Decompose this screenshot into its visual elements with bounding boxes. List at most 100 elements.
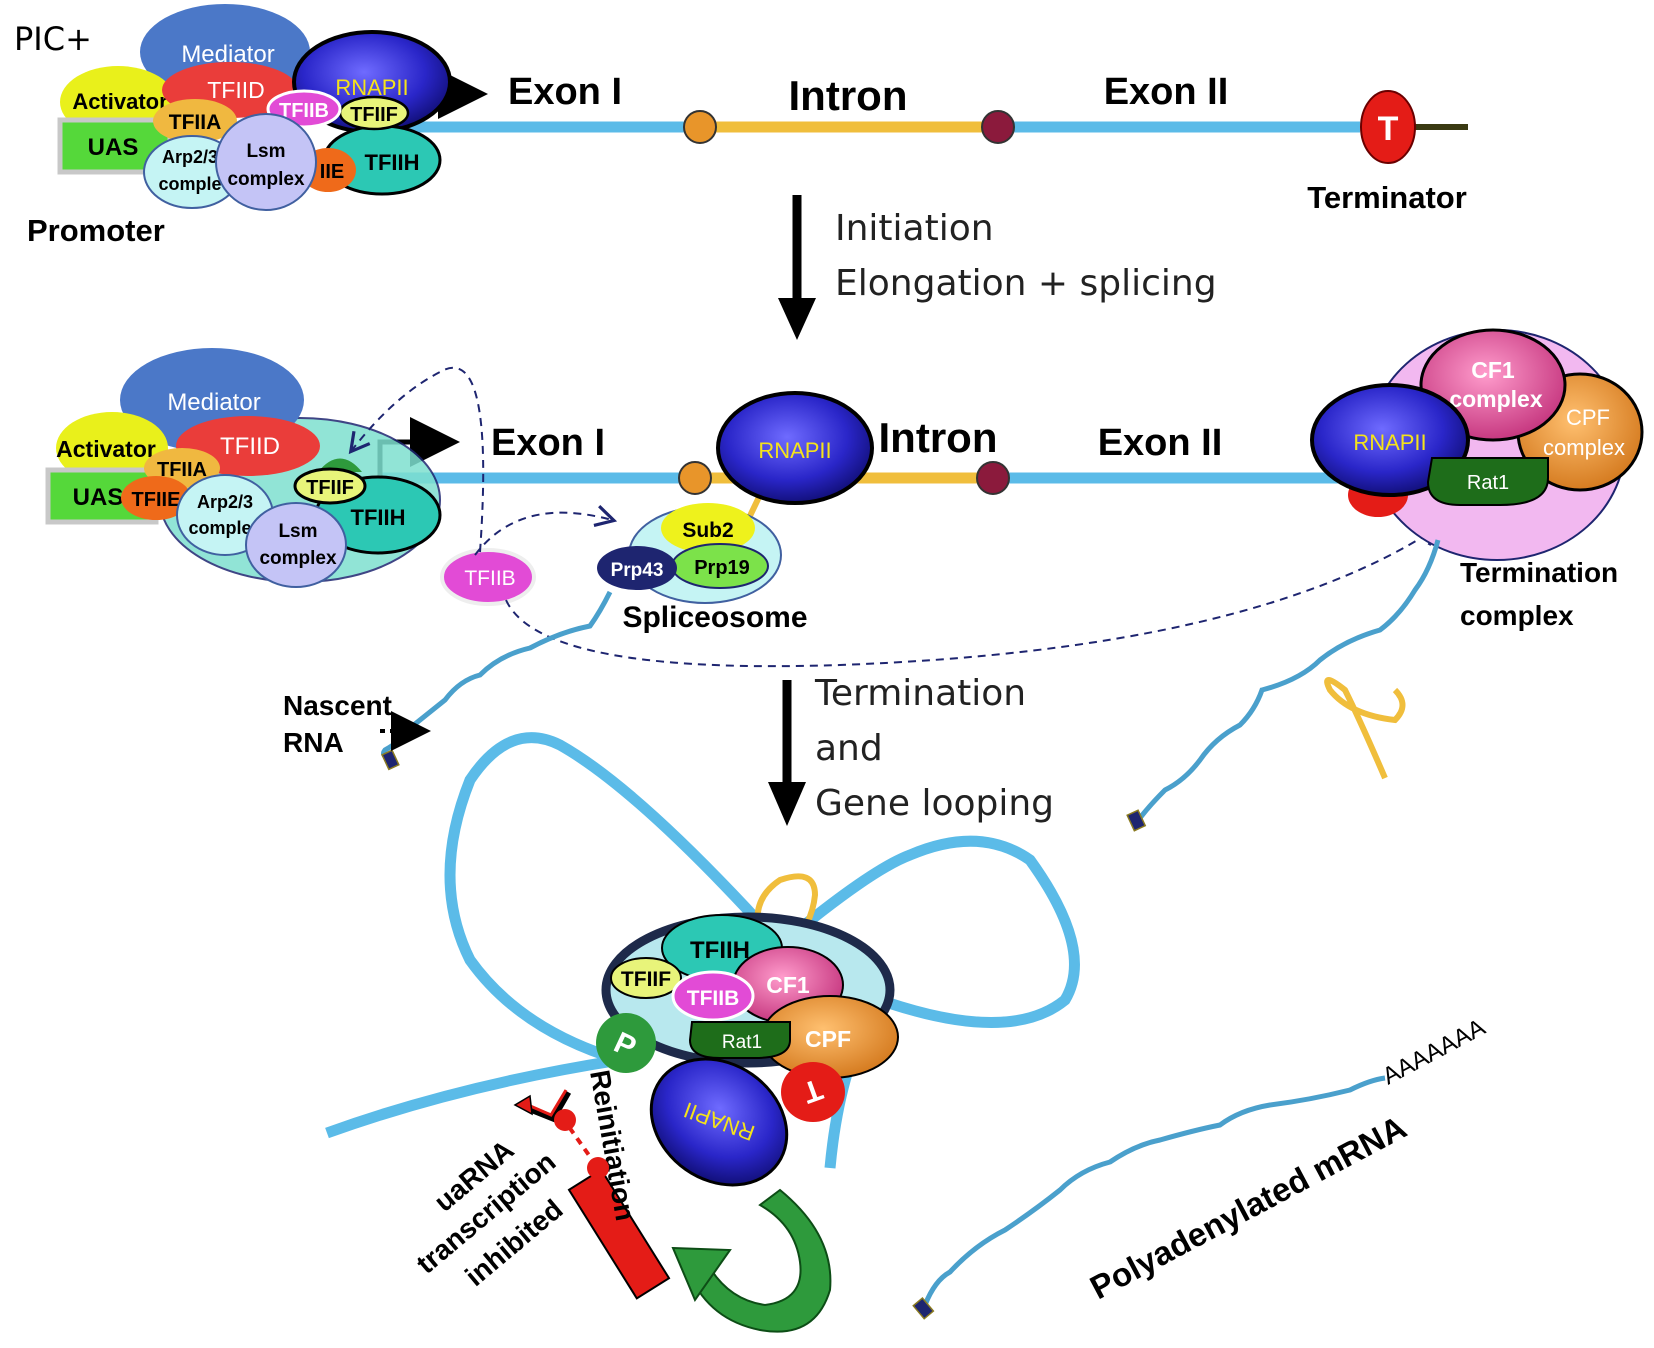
- reinitiation-bar: [567, 1168, 671, 1300]
- rnapii-3: [649, 1057, 789, 1187]
- polya-tail: AAAAAAA: [1378, 1014, 1490, 1090]
- svg-text:UAS: UAS: [88, 134, 139, 161]
- svg-text:TFIIA: TFIIA: [157, 459, 207, 481]
- splice-site-3-stage2: [976, 461, 1010, 495]
- terminator-icon: [1360, 90, 1416, 164]
- nascent-rna-label-2: RNA: [283, 727, 344, 758]
- step2-gene-looping: Gene looping: [815, 783, 1054, 824]
- svg-text:complex: complex: [1543, 435, 1625, 460]
- spliceosome-label: Spliceosome: [622, 601, 807, 634]
- exon1-label-stage1: Exon I: [508, 71, 622, 113]
- uarna-arrow-head: [513, 1094, 533, 1116]
- exon2-label-stage1: Exon II: [1104, 71, 1229, 113]
- svg-text:TFIIH: TFIIH: [365, 150, 420, 175]
- gene-loop-dna: [325, 732, 1080, 1169]
- reinitiation-arrow-head: [671, 1246, 732, 1303]
- svg-text:TFIIH: TFIIH: [690, 937, 750, 964]
- svg-text:Arp2/3: Arp2/3: [162, 147, 218, 167]
- splice-site-5-stage2: [678, 461, 712, 495]
- polya-mrna-label: Polyadenylated mRNA: [1084, 1108, 1412, 1306]
- tfiib-to-termination-path: [505, 525, 1442, 668]
- svg-text:Activator: Activator: [72, 89, 168, 114]
- svg-text:complex: complex: [259, 548, 337, 569]
- nascent-rna-label-1: Nascent: [283, 690, 392, 721]
- svg-text:RNAPII: RNAPII: [1353, 430, 1426, 455]
- step1-initiation: Initiation: [835, 208, 994, 249]
- released-rna: [1138, 539, 1441, 820]
- svg-text:Rat1: Rat1: [1467, 472, 1509, 494]
- p-circle: [596, 1013, 656, 1073]
- exon2-label-stage2: Exon II: [1098, 422, 1223, 464]
- svg-text:Sub2: Sub2: [682, 519, 733, 542]
- stage3: TFIIH TFIIF CF1 TFIIB CPF Rat1 P T RNAPI…: [325, 732, 1490, 1333]
- svg-text:TFIIF: TFIIF: [306, 477, 354, 499]
- step1-arrow-head: [778, 298, 816, 340]
- splice-site-5-stage1: [683, 110, 717, 144]
- svg-text:Prp43: Prp43: [611, 560, 664, 581]
- svg-text:CF1: CF1: [1471, 357, 1515, 383]
- exon1-label-stage2: Exon I: [491, 422, 605, 464]
- svg-text:CPF: CPF: [1566, 405, 1610, 430]
- tfiif-3: [610, 957, 682, 999]
- svg-text:Mediator: Mediator: [167, 389, 260, 416]
- nascent-rna-cap: [381, 749, 400, 771]
- intron-label-stage2: Intron: [879, 414, 998, 461]
- lsm-complex: [215, 113, 317, 211]
- t-circle: [781, 1062, 845, 1122]
- svg-text:CPF: CPF: [805, 1026, 851, 1052]
- intron-label-stage1: Intron: [789, 72, 908, 119]
- inhibition-dot-1: [554, 1109, 576, 1131]
- rnapii-stage2: [716, 391, 874, 505]
- tfiia: [153, 99, 237, 143]
- svg-text:Arp2/3: Arp2/3: [197, 492, 253, 512]
- nascent-rna: [381, 590, 613, 763]
- step2-arrow-head: [768, 782, 806, 826]
- tfiib-recycle-path-top: [348, 366, 485, 553]
- inhibition-dot-2: [587, 1157, 609, 1179]
- uarna-tss-arrow-red: [527, 1089, 568, 1117]
- svg-text:Lsm: Lsm: [246, 141, 285, 162]
- tfiib-3: [671, 970, 755, 1022]
- svg-text:complex: complex: [188, 518, 261, 538]
- tfiif-2: [293, 467, 367, 505]
- tfiib-free: [440, 548, 536, 606]
- svg-text:Activator: Activator: [56, 436, 156, 462]
- terminator-label: Terminator: [1307, 180, 1467, 215]
- step2-termination: Termination: [814, 673, 1026, 714]
- uarna-tss-arrow: [526, 1090, 572, 1123]
- pic-label: PIC+: [14, 20, 92, 58]
- svg-text:RNAPII: RNAPII: [758, 438, 831, 463]
- svg-text:CF1: CF1: [766, 972, 810, 998]
- rat1: [1426, 457, 1549, 506]
- svg-text:TFIIB: TFIIB: [464, 567, 515, 590]
- released-rna-cap: [1126, 809, 1147, 832]
- splice-site-3-stage1: [981, 110, 1015, 144]
- lsm-complex-2: [245, 502, 347, 588]
- svg-text:TFIIA: TFIIA: [169, 111, 222, 134]
- svg-text:TFIIB: TFIIB: [687, 987, 740, 1010]
- rnapii-termination: [1310, 383, 1470, 497]
- svg-text:complex: complex: [1449, 386, 1543, 412]
- tfiie-2: [121, 476, 191, 520]
- termination-label-2: complex: [1460, 600, 1574, 631]
- step2: Termination and Gene looping: [768, 673, 1054, 826]
- rat1-3: [688, 1021, 791, 1059]
- terminator-letter: T: [1378, 110, 1399, 148]
- termination-label-1: Termination: [1460, 557, 1618, 588]
- promoter-label: Promoter: [27, 213, 165, 248]
- svg-text:TFIIF: TFIIF: [621, 968, 671, 991]
- spliceosome: Sub2 Prp19 Prp43 Spliceosome: [597, 503, 808, 634]
- pic-complex-stage2: Mediator Activator TFIID UAS TFIIA TFIIE…: [45, 348, 442, 588]
- svg-text:comple: comple: [158, 174, 221, 194]
- step1: Initiation Elongation + splicing: [778, 195, 1217, 340]
- step1-elongation: Elongation + splicing: [835, 263, 1217, 304]
- svg-text:Rat1: Rat1: [722, 1032, 762, 1053]
- svg-text:IIE: IIE: [320, 161, 344, 183]
- activator-2: [56, 412, 168, 484]
- termination-complex: CPF complex CF1 complex RNAPII Rat1 Term…: [1310, 328, 1644, 631]
- stage2: Exon I Intron Exon II Mediator Activator…: [45, 328, 1644, 832]
- svg-text:TFIID: TFIID: [207, 77, 265, 103]
- prp43: [597, 546, 677, 590]
- svg-text:TFIIB: TFIIB: [279, 100, 329, 122]
